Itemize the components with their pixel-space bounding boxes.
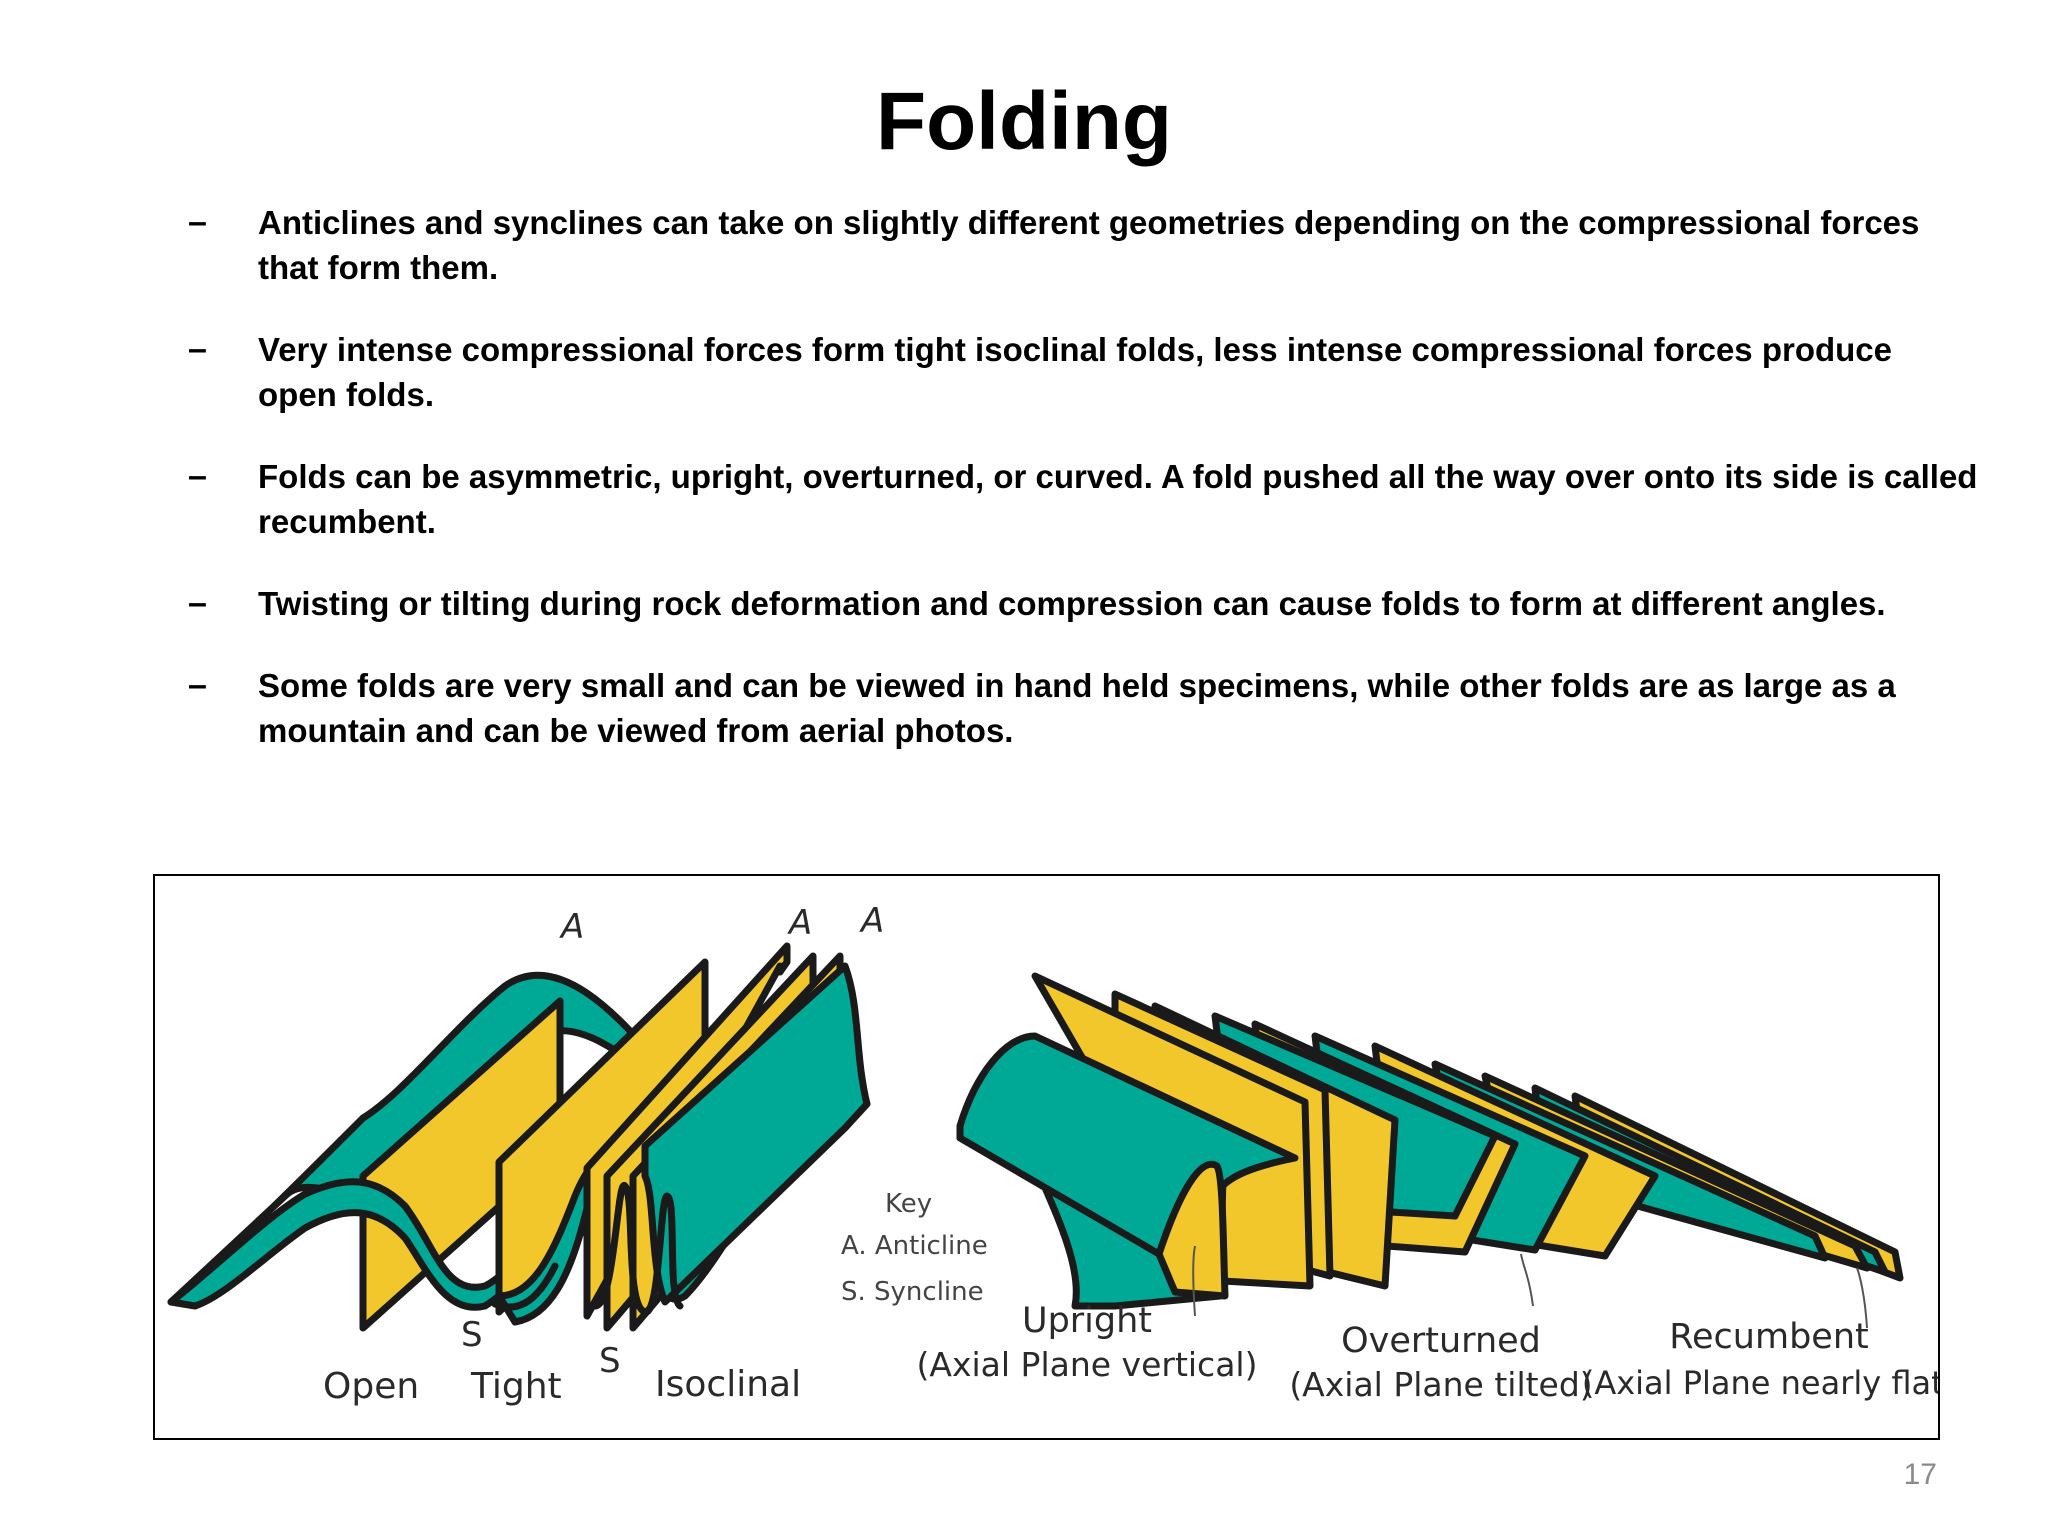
bullet-item: – Anticlines and synclines can take on s… [188, 200, 1978, 290]
key-anticline: A. Anticline [841, 1231, 988, 1261]
bullet-dash: – [188, 666, 207, 704]
upright-pointer-line [1192, 1245, 1196, 1317]
tight-fold-hinge [491, 1262, 559, 1311]
syncline-marker-tight: S [461, 1315, 483, 1355]
recumbent-pointer-line [1856, 1267, 1868, 1329]
anticline-marker-tight: A [787, 903, 812, 943]
overturned-pointer-line [1520, 1253, 1534, 1307]
bullet-text: Twisting or tilting during rock deformat… [258, 585, 1886, 622]
key-title: Key [885, 1189, 932, 1219]
label-isoclinal: Isoclinal [655, 1364, 801, 1405]
bullet-text: Very intense compressional forces form t… [258, 331, 1892, 413]
label-overturned-sub: (Axial Plane tilted) [1289, 1365, 1592, 1404]
bullet-text: Some folds are very small and can be vie… [258, 667, 1896, 749]
bullet-text: Folds can be asymmetric, upright, overtu… [258, 458, 1978, 540]
label-overturned: Overturned [1341, 1321, 1541, 1361]
key-syncline: S. Syncline [841, 1277, 984, 1307]
isoclinal-fold-surface [641, 962, 871, 1306]
label-upright-sub: (Axial Plane vertical) [917, 1345, 1258, 1384]
bullet-item: – Some folds are very small and can be v… [188, 663, 1978, 753]
syncline-marker-isoclinal: S [599, 1341, 621, 1381]
fold-types-figure: A A A S S Open Tight Isoclinal Key A. An… [153, 874, 1940, 1440]
bullet-item: – Folds can be asymmetric, upright, over… [188, 454, 1978, 544]
anticline-marker-isoclinal: A [859, 901, 884, 941]
bullet-dash: – [188, 203, 207, 241]
bullet-list: – Anticlines and synclines can take on s… [188, 200, 1978, 790]
anticline-marker-open: A [559, 907, 584, 947]
label-recumbent: Recumbent [1669, 1317, 1868, 1357]
label-recumbent-sub: (Axial Plane nearly flat) [1582, 1364, 1940, 1402]
label-upright: Upright [1022, 1301, 1152, 1341]
bullet-item: – Twisting or tilting during rock deform… [188, 581, 1978, 626]
fold-types-illustration: A A A S S Open Tight Isoclinal Key A. An… [167, 901, 1940, 1407]
label-open: Open [323, 1366, 419, 1407]
bullet-text: Anticlines and synclines can take on sli… [258, 204, 1920, 286]
slide-title: Folding [875, 76, 1172, 167]
bullet-dash: – [188, 457, 207, 495]
label-tight: Tight [470, 1366, 562, 1407]
bullet-dash: – [188, 584, 207, 622]
upright-fold-end-face [1155, 1160, 1229, 1300]
bullet-item: – Very intense compressional forces form… [188, 327, 1978, 417]
isoclinal-fold-hinge [591, 1182, 684, 1316]
page-number: 17 [1903, 1458, 1937, 1491]
bullet-dash: – [188, 330, 207, 368]
